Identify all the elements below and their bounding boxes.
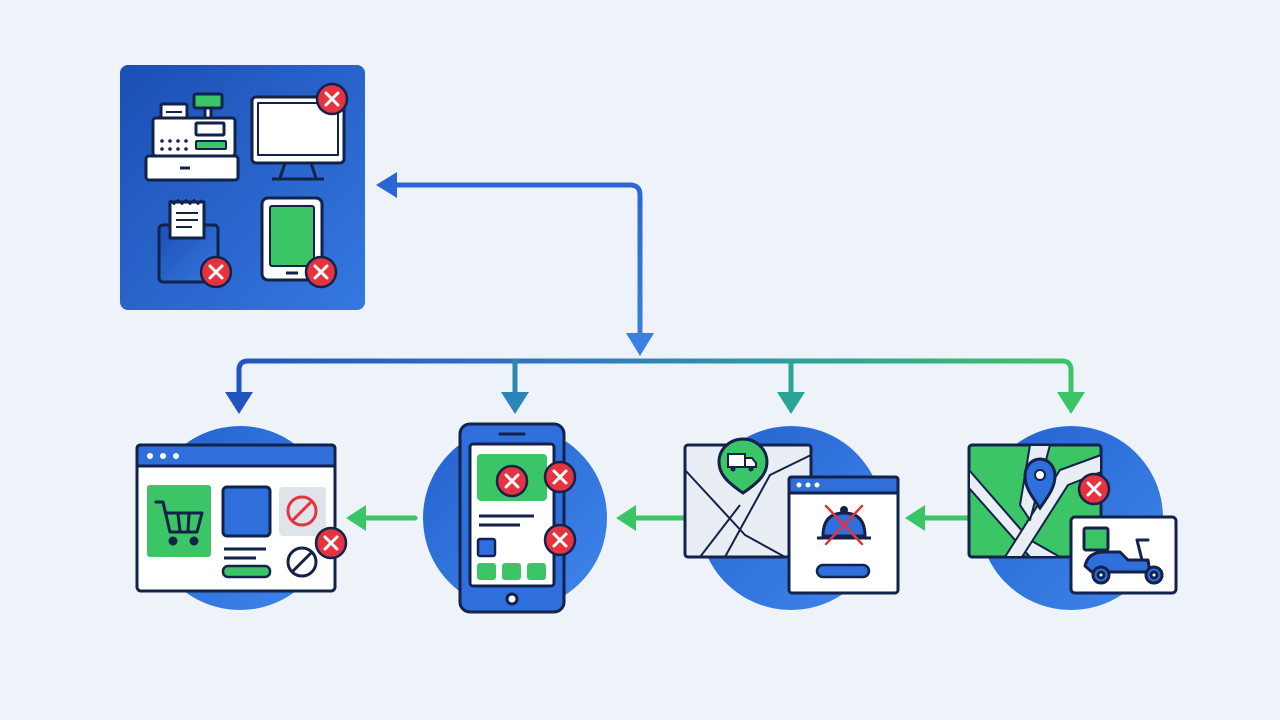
monitor-icon <box>250 95 346 181</box>
courier-service-error-badge <box>1077 472 1111 506</box>
unavailable-cross-icon <box>824 504 864 546</box>
tablet-icon <box>260 196 324 282</box>
distribution-bus <box>225 358 1085 414</box>
mobile-app-node[interactable] <box>423 422 607 614</box>
shopping-cart-icon <box>154 500 204 546</box>
monitor-error-badge <box>315 82 349 116</box>
blocked-icon <box>286 546 318 578</box>
arrow-to-courier-service <box>1057 392 1085 414</box>
mobile-app-error-badge <box>543 523 577 557</box>
arrow-to-mobile-app <box>501 392 529 414</box>
location-pin-icon <box>1023 457 1057 511</box>
receipt-printer-error-badge <box>199 255 233 289</box>
mobile-app-error-badge <box>543 460 577 494</box>
delivery-platform-node[interactable] <box>683 426 900 610</box>
scooter-icon <box>1082 526 1164 585</box>
arrow-to-delivery-platform <box>777 392 805 414</box>
blocked-icon <box>286 495 318 527</box>
mobile-app-error-badge <box>495 464 529 498</box>
cash-register-icon <box>144 92 240 182</box>
arrow-to-hub <box>376 172 397 198</box>
tablet-error-badge <box>304 255 338 289</box>
courier-service-node[interactable] <box>967 426 1178 610</box>
pos-hub[interactable] <box>120 65 365 310</box>
online-store-node[interactable] <box>135 426 348 610</box>
channel-flow-arrows <box>346 505 971 531</box>
arrow-to-online-store <box>225 392 253 414</box>
smartphone-icon <box>458 422 566 614</box>
map-icon <box>683 443 813 559</box>
arrow-to-bus <box>626 333 654 356</box>
delivery-truck-icon <box>717 437 769 495</box>
hub-connector <box>376 172 654 356</box>
online-store-error-badge <box>314 526 348 560</box>
